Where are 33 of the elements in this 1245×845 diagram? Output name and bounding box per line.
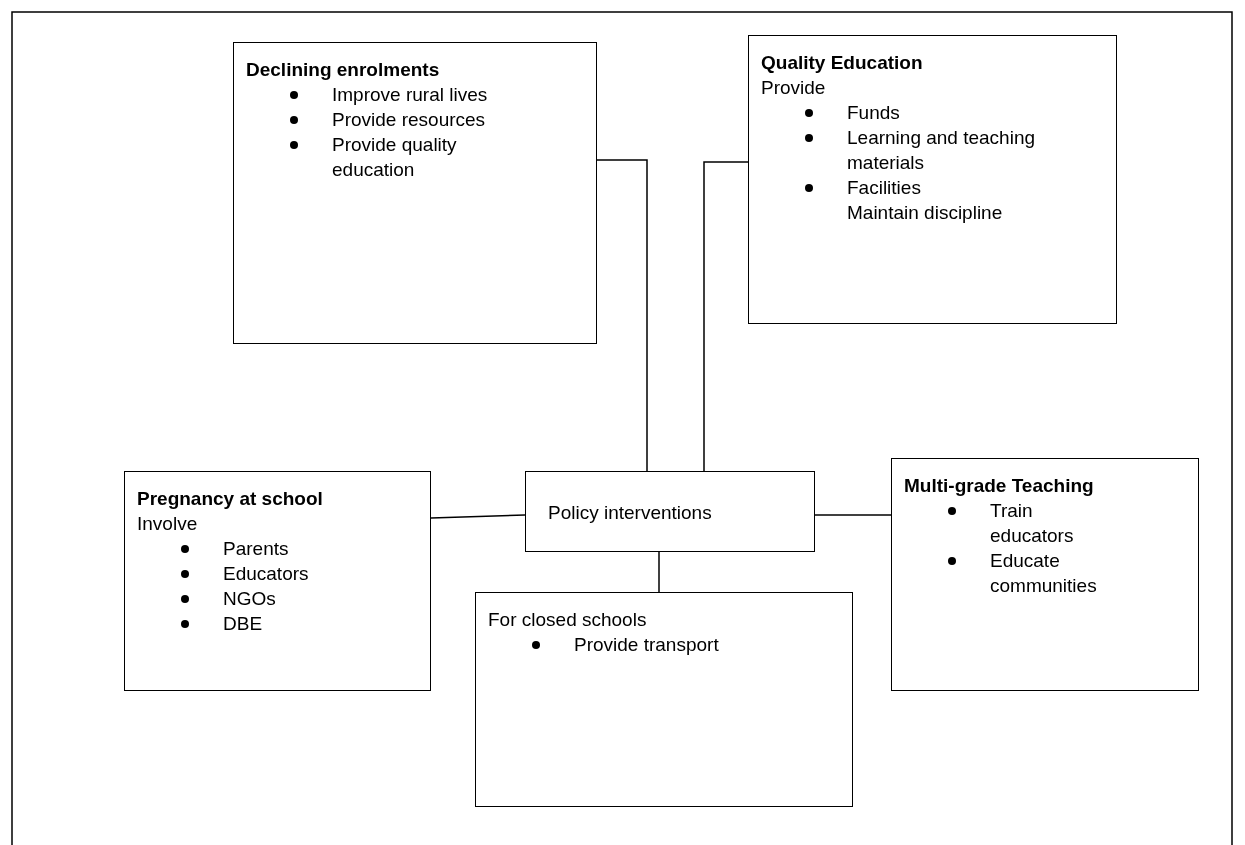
connector-line <box>703 161 749 472</box>
box-title: Policy interventions <box>547 501 713 525</box>
box-text: Involve <box>137 512 199 536</box>
text-box <box>525 471 815 552</box>
list-note: Maintain discipline <box>846 201 1004 225</box>
bullet-item: Educators <box>223 562 309 586</box>
text-box <box>475 592 853 807</box>
box-heading: Pregnancy at school <box>137 487 324 511</box>
connector-line <box>814 514 892 516</box>
box-heading: Multi-grade Teaching <box>904 474 1095 498</box>
bullet-item: Improve rural lives <box>332 83 488 107</box>
bullet-item: Funds <box>847 101 900 125</box>
bullet-item: NGOs <box>223 587 276 611</box>
bullet-item: Provide quality education <box>332 133 458 182</box>
text-box <box>233 42 597 344</box>
text-box <box>748 35 1117 324</box>
connector-line <box>596 159 648 472</box>
text-box <box>124 471 431 691</box>
text-box <box>891 458 1199 691</box>
bullet-item: Facilities <box>847 176 921 200</box>
bullet-item: Provide resources <box>332 108 486 132</box>
bullet-item: Parents <box>223 537 289 561</box>
bullet-item: DBE <box>223 612 263 636</box>
box-text: For closed schools <box>488 608 648 632</box>
box-heading: Quality Education <box>761 51 924 75</box>
bullet-item: Learning and teaching materials <box>847 126 1037 175</box>
box-text: Provide <box>761 76 827 100</box>
bullet-item: Train educators <box>990 499 1075 548</box>
box-heading: Declining enrolments <box>246 58 441 82</box>
connector-line <box>658 551 660 593</box>
bullet-item: Provide transport <box>574 633 719 657</box>
connector-line <box>430 514 526 519</box>
bullet-item: Educate communities <box>990 549 1098 598</box>
